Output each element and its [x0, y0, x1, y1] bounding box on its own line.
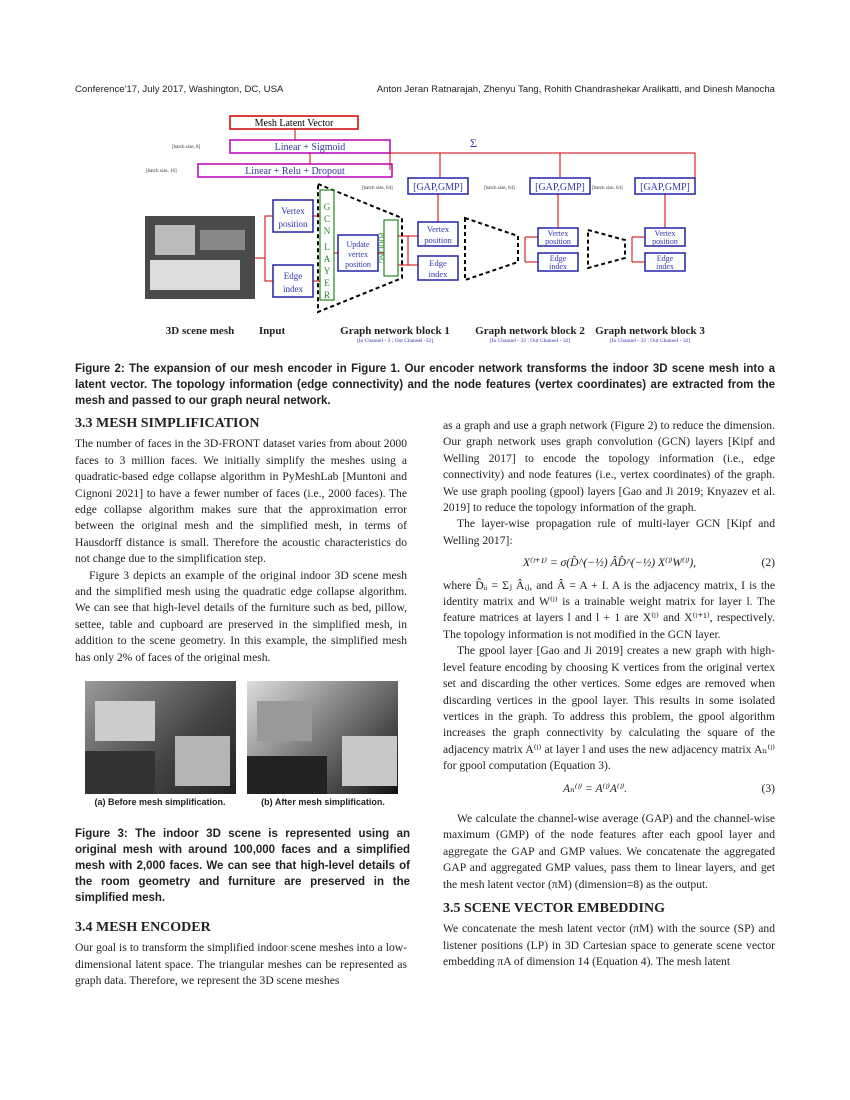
svg-text:N: N	[324, 226, 331, 236]
svg-text:G: G	[324, 202, 331, 212]
gapgmp-1: [GAP,GMP]	[413, 182, 463, 193]
sec33-p2: Figure 3 depicts an example of the origi…	[75, 568, 407, 664]
header-left: Conference'17, July 2017, Washington, DC…	[75, 84, 284, 95]
page-header: Conference'17, July 2017, Washington, DC…	[75, 84, 775, 95]
svg-text:index: index	[429, 269, 449, 279]
right-p1: as a graph and use a graph network (Figu…	[443, 419, 775, 515]
batch16-label: [batch size, 16]	[146, 169, 177, 174]
fig2-label-block2: Graph network block 2	[475, 325, 585, 337]
figure-3b-caption: (b) After mesh simplification.	[261, 797, 385, 807]
fig2-label-block3: Graph network block 3	[595, 325, 705, 337]
fig2-channel1: [In Channel - 3 ; Out Channel -32]	[356, 338, 434, 344]
svg-text:Update: Update	[346, 240, 370, 249]
svg-text:index: index	[656, 262, 674, 271]
section-3-5-title: 3.5 SCENE VECTOR EMBEDDING	[443, 900, 665, 916]
latent-vector-label: Mesh Latent Vector	[255, 118, 334, 129]
svg-text:index: index	[283, 284, 303, 294]
section-3-3-title: 3.3 MESH SIMPLIFICATION	[75, 416, 260, 431]
right-p6: We concatenate the mesh latent vector (π…	[443, 922, 775, 969]
svg-text:Vertex: Vertex	[427, 224, 450, 234]
svg-text:position: position	[545, 237, 571, 246]
svg-text:A: A	[324, 254, 331, 264]
figure-3-caption: Figure 3: The indoor 3D scene is represe…	[75, 828, 410, 904]
svg-text:vertex: vertex	[348, 250, 368, 259]
svg-text:Edge: Edge	[550, 254, 567, 263]
svg-text:R: R	[324, 290, 330, 300]
left-column-bottom: 3.4 MESH ENCODER Our goal is to transfor…	[75, 920, 407, 990]
figure-2: Mesh Latent Vector Linear + Sigmoid Line…	[140, 110, 710, 350]
sec33-p1: The number of faces in the 3D-FRONT data…	[75, 437, 407, 566]
right-p4: The gpool layer [Gao and Ji 2019] create…	[443, 644, 775, 773]
equation-2: X⁽ˡ⁺¹⁾ = σ(D̂^(−½) ÂD̂^(−½) X⁽ˡ⁾W⁽ˡ⁾), (…	[443, 555, 775, 571]
equation-3-number: (3)	[761, 781, 775, 795]
linear-relu-label: Linear + Relu + Dropout	[245, 166, 345, 177]
figure-3b-image	[247, 681, 398, 794]
header-right: Anton Jeran Ratnarajah, Zhenyu Tang, Roh…	[376, 84, 775, 95]
svg-text:Y: Y	[324, 266, 331, 276]
svg-text:L: L	[324, 242, 330, 252]
right-p3: where D̂ᵢᵢ = Σⱼ Âᵢⱼ, and Â = A + I. A is…	[443, 578, 775, 641]
svg-text:E: E	[324, 278, 330, 288]
right-p5: We calculate the channel-wise average (G…	[443, 811, 775, 891]
svg-text:position: position	[345, 260, 371, 269]
svg-text:Vertex: Vertex	[655, 229, 676, 238]
fig2-label-scene: 3D scene mesh	[165, 325, 235, 337]
fig2-channel2: [In Channel - 32 ; Out Channel - 32]	[489, 338, 571, 344]
svg-text:C: C	[324, 214, 330, 224]
equation-3-body: Aₙ⁽ˡ⁾ = A⁽ˡ⁾A⁽ˡ⁾.	[563, 781, 628, 795]
gapgmp-2: [GAP,GMP]	[535, 182, 585, 193]
equation-2-number: (2)	[761, 556, 775, 570]
svg-text:position: position	[424, 235, 452, 245]
svg-text:Edge: Edge	[284, 271, 303, 281]
svg-text:index: index	[549, 262, 567, 271]
batch8-label: [batch size, 8]	[172, 145, 201, 150]
svg-text:POOLING: POOLING	[377, 233, 385, 264]
svg-text:position: position	[278, 219, 308, 229]
left-column: 3.3 MESH SIMPLIFICATION The number of fa…	[75, 416, 407, 666]
figure-3a-image	[85, 681, 236, 794]
right-p2: The layer-wise propagation rule of multi…	[443, 517, 775, 547]
batch64-1: [batch size, 64]	[362, 186, 393, 191]
section-3-4-title: 3.4 MESH ENCODER	[75, 920, 211, 935]
right-column: as a graph and use a graph network (Figu…	[443, 418, 775, 971]
fig2-label-input: Input	[258, 325, 286, 337]
svg-text:Edge: Edge	[657, 254, 674, 263]
linear-sigmoid-label: Linear + Sigmoid	[275, 142, 346, 153]
figure-2-caption: Figure 2: The expansion of our mesh enco…	[75, 363, 775, 407]
sec34-p1: Our goal is to transform the simplified …	[75, 941, 407, 988]
figure-3a-caption: (a) Before mesh simplification.	[94, 797, 226, 807]
batch64-3: [batch size, 64]	[592, 186, 623, 191]
svg-text:position: position	[652, 237, 678, 246]
equation-2-body: X⁽ˡ⁺¹⁾ = σ(D̂^(−½) ÂD̂^(−½) X⁽ˡ⁾W⁽ˡ⁾),	[523, 556, 697, 570]
batch64-2: [batch size, 64]	[484, 186, 515, 191]
svg-text:Vertex: Vertex	[281, 206, 305, 216]
gapgmp-3: [GAP,GMP]	[640, 182, 690, 193]
sum-symbol: Σ	[470, 136, 477, 150]
svg-text:Edge: Edge	[429, 258, 447, 268]
fig2-channel3: [In Channel - 32 ; Out Channel - 32]	[609, 338, 691, 344]
equation-3: Aₙ⁽ˡ⁾ = A⁽ˡ⁾A⁽ˡ⁾. (3)	[443, 781, 775, 797]
fig2-label-block1: Graph network block 1	[340, 325, 450, 337]
svg-text:Vertex: Vertex	[548, 229, 569, 238]
